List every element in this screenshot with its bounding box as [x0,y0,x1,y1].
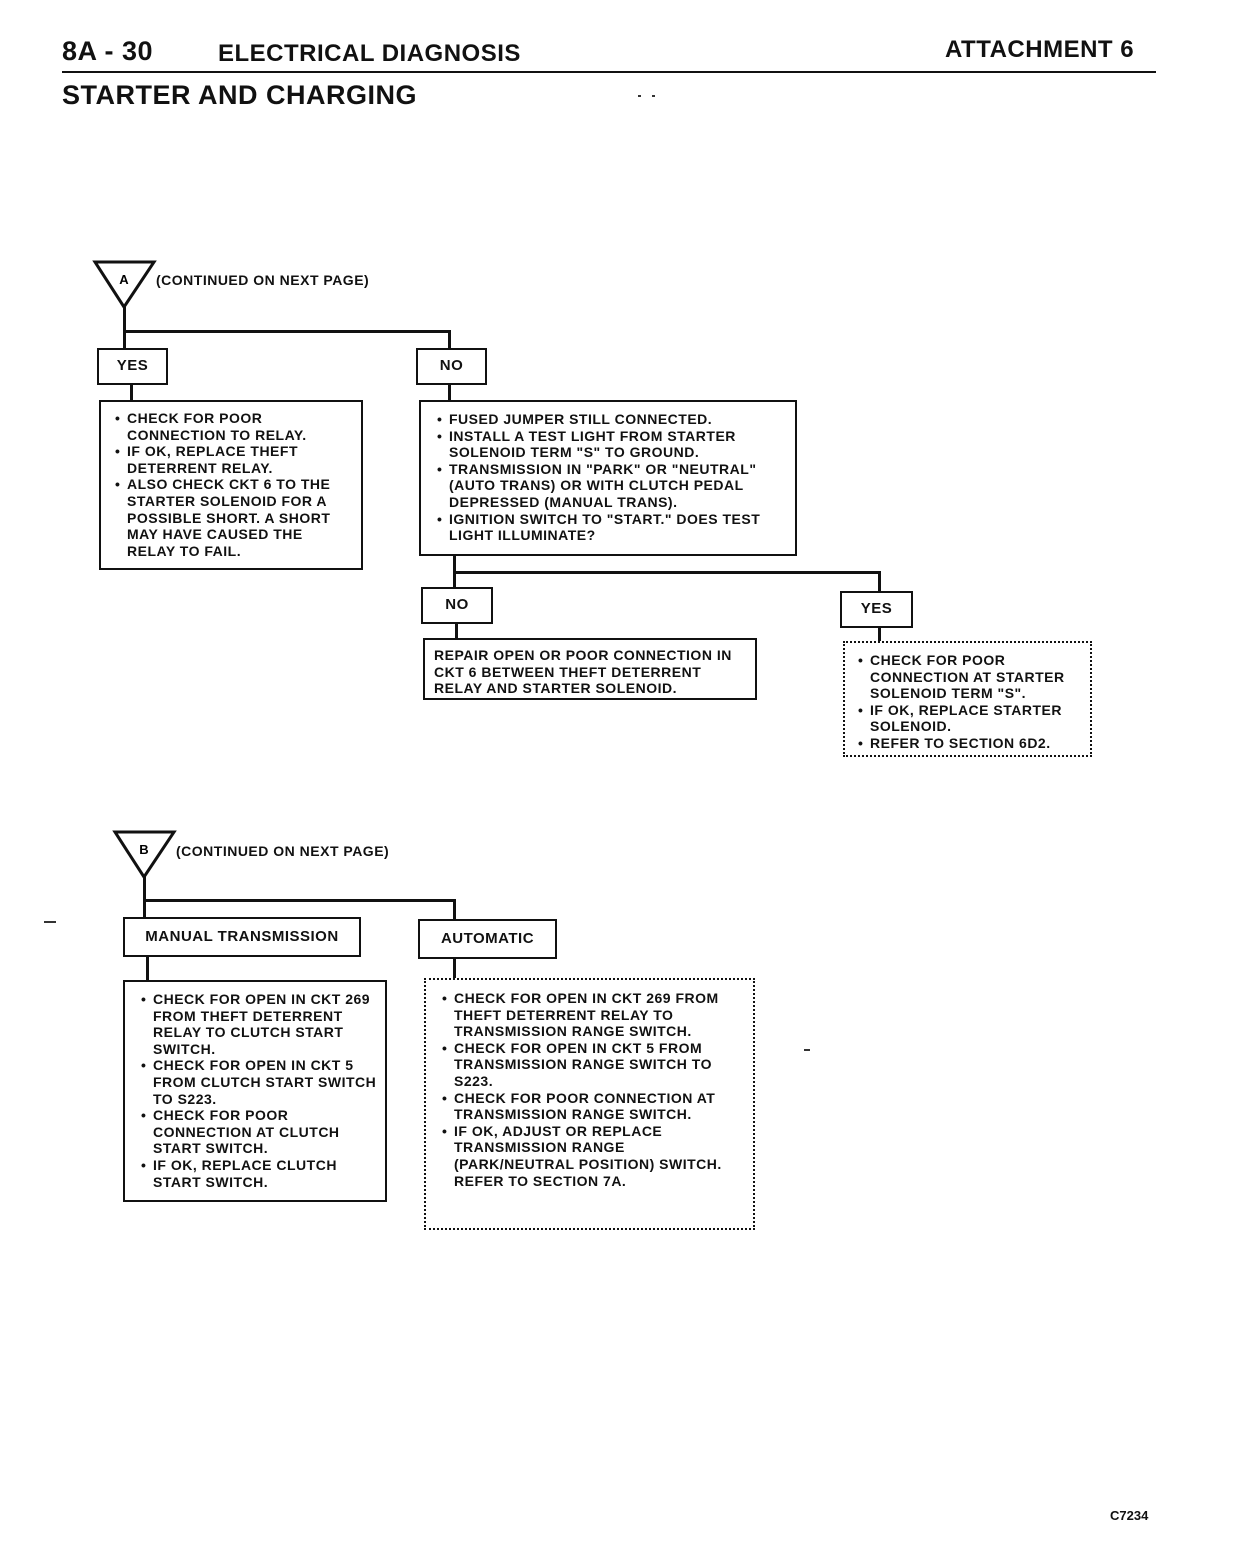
flow-a-yes-step-3: ALSO CHECK CKT 6 TO THE STARTER SOLENOID… [113,476,353,559]
flow-a-yes-step-1: CHECK FOR POOR CONNECTION TO RELAY. [113,410,353,443]
connector-line [143,899,456,902]
flow-a-no-test-box: FUSED JUMPER STILL CONNECTED. INSTALL A … [419,400,797,556]
flow-a-yes2-step-1: CHECK FOR POOR CONNECTION AT STARTER SOL… [856,652,1082,702]
flow-a-yes2-step-2: IF OK, REPLACE STARTER SOLENOID. [856,702,1082,735]
flow-b-manual-step-4: IF OK, REPLACE CLUTCH START SWITCH. [139,1157,377,1190]
flow-b-continued-note: (CONTINUED ON NEXT PAGE) [176,843,390,859]
connector-line [130,384,133,401]
connector-line [453,571,881,574]
flow-b-manual-label: MANUAL TRANSMISSION [123,917,361,957]
header-rule [62,71,1156,73]
flow-b-manual-step-3: CHECK FOR POOR CONNECTION AT CLUTCH STAR… [139,1107,377,1157]
flow-a-no-step-3: TRANSMISSION IN "PARK" OR "NEUTRAL" (AUT… [435,461,787,511]
flow-a-repair-box: REPAIR OPEN OR POOR CONNECTION IN CKT 6 … [423,638,757,700]
connector-line [455,622,458,639]
scan-speck [44,921,56,923]
flow-b-marker-triangle: B [112,830,177,880]
page-number: 8A - 30 [62,36,154,66]
connector-line [123,307,126,348]
flow-a-no-label: NO [416,348,487,385]
flow-b-auto-step-3: CHECK FOR POOR CONNECTION AT TRANSMISSIO… [440,1090,745,1123]
flow-a-yes2-label: YES [840,591,913,628]
flow-a-no-step-1: FUSED JUMPER STILL CONNECTED. [435,411,787,428]
flow-a-yes2-step-3: REFER TO SECTION 6D2. [856,735,1082,752]
page-subtitle: STARTER AND CHARGING [62,80,417,110]
flow-a-yes-label: YES [97,348,168,385]
connector-line [453,956,456,979]
attachment-label: ATTACHMENT 6 [945,36,1135,63]
scan-speck [652,95,655,97]
flow-a-no2-label: NO [421,587,493,624]
connector-line [146,956,149,981]
connector-line [123,330,451,333]
flow-b-manual-action-box: CHECK FOR OPEN IN CKT 269 FROM THEFT DET… [123,980,387,1202]
flow-b-marker-letter: B [139,842,148,857]
scan-speck [638,95,641,97]
flow-a-no-step-4: IGNITION SWITCH TO "START." DOES TEST LI… [435,511,787,544]
scan-speck [804,1049,810,1051]
flow-b-auto-step-4: IF OK, ADJUST OR REPLACE TRANSMISSION RA… [440,1123,745,1189]
flow-a-marker-triangle: A [92,260,157,310]
flow-a-yes2-action-box: CHECK FOR POOR CONNECTION AT STARTER SOL… [843,641,1092,757]
connector-line [143,876,146,918]
flow-b-manual-step-1: CHECK FOR OPEN IN CKT 269 FROM THEFT DET… [139,991,377,1057]
flow-b-automatic-label: AUTOMATIC [418,919,557,959]
flow-a-no-step-2: INSTALL A TEST LIGHT FROM STARTER SOLENO… [435,428,787,461]
section-title: ELECTRICAL DIAGNOSIS [218,40,521,67]
connector-line [448,330,451,348]
flow-a-yes-step-2: IF OK, REPLACE THEFT DETERRENT RELAY. [113,443,353,476]
flow-b-auto-step-1: CHECK FOR OPEN IN CKT 269 FROM THEFT DET… [440,990,745,1040]
figure-code: C7234 [1110,1508,1149,1523]
connector-line [878,626,881,642]
connector-line [453,899,456,919]
flow-b-manual-step-2: CHECK FOR OPEN IN CKT 5 FROM CLUTCH STAR… [139,1057,377,1107]
connector-line [878,571,881,591]
flow-b-automatic-action-box: CHECK FOR OPEN IN CKT 269 FROM THEFT DET… [424,978,755,1230]
flow-a-continued-note: (CONTINUED ON NEXT PAGE) [156,272,370,288]
connector-line [448,384,451,401]
flow-b-auto-step-2: CHECK FOR OPEN IN CKT 5 FROM TRANSMISSIO… [440,1040,745,1090]
flow-a-yes-action-box: CHECK FOR POOR CONNECTION TO RELAY. IF O… [99,400,363,570]
flow-a-marker-letter: A [119,272,129,287]
